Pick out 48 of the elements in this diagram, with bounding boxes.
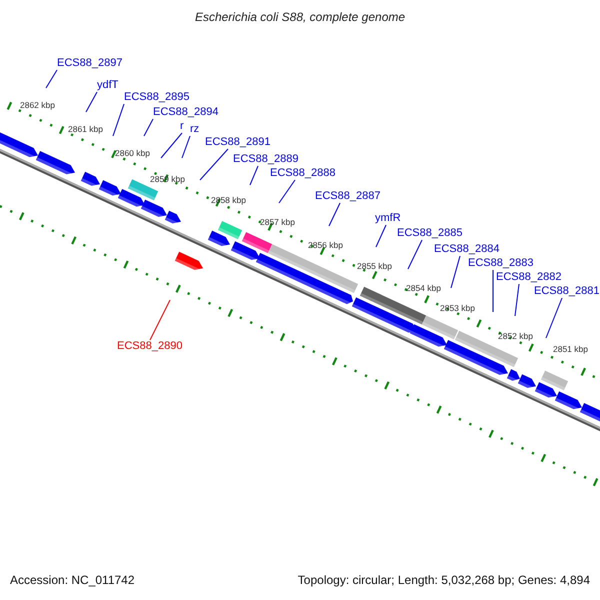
gene-label: rz	[190, 123, 200, 136]
leader-line	[376, 224, 386, 248]
tick-label: 2856 kbp	[308, 240, 343, 250]
leader-line	[160, 132, 182, 158]
gene-label: r	[180, 120, 184, 133]
gene-label: ECS88_2882	[496, 271, 562, 284]
leader-line	[514, 284, 520, 316]
gene-label: ECS88_2887	[315, 190, 380, 203]
gene-label: ECS88_2891	[205, 136, 270, 149]
leader-line	[86, 92, 98, 112]
gene-label: ECS88_2889	[233, 153, 298, 166]
leader-line	[150, 300, 170, 340]
tick-label: 2853 kbp	[440, 303, 475, 313]
gene-label: ymfR	[375, 212, 401, 225]
leader-line	[144, 118, 154, 136]
accession-text: Accession: NC_011742	[10, 573, 135, 587]
leader-line	[328, 202, 340, 226]
tick-label: 2858 kbp	[211, 195, 246, 205]
leader-line	[408, 240, 422, 270]
gene-label: ECS88_2890	[117, 340, 182, 353]
tick-label: 2861 kbp	[68, 124, 103, 134]
leader-line	[450, 256, 460, 288]
gene-label: ECS88_2885	[397, 227, 462, 240]
tick-label: 2854 kbp	[406, 283, 441, 293]
leader-line	[278, 180, 296, 204]
leader-line	[250, 166, 258, 186]
gene-label: ECS88_2897	[57, 57, 122, 70]
leader-line	[200, 148, 228, 180]
tick-label: 2852 kbp	[498, 331, 533, 341]
leader-line	[546, 298, 562, 338]
genome-info-text: Topology: circular; Length: 5,032,268 bp; Genes: 4,894	[298, 573, 590, 587]
leader-line	[112, 104, 124, 136]
leader-line	[46, 70, 58, 88]
gene-label: ECS88_2895	[124, 91, 190, 104]
title: Escherichia coli S88, complete genome	[194, 10, 406, 24]
gene-label: ydfT	[97, 79, 118, 92]
tick-label: 2860 kbp	[115, 148, 150, 158]
gene-label: ECS88_2881	[534, 285, 600, 298]
gene-label: ECS88_2883	[468, 257, 534, 270]
leader-line	[182, 136, 190, 158]
tick-label: 2855 kbp	[357, 261, 392, 271]
tick-label: 2862 kbp	[20, 100, 55, 110]
gene-label: ECS88_2888	[270, 167, 336, 180]
tick-label: 2851 kbp	[553, 344, 588, 354]
tick-label: 2857 kbp	[260, 217, 295, 227]
gene-label: ECS88_2884	[434, 243, 500, 256]
gene-label: ECS88_2894	[153, 106, 218, 119]
leader-line	[492, 270, 494, 312]
